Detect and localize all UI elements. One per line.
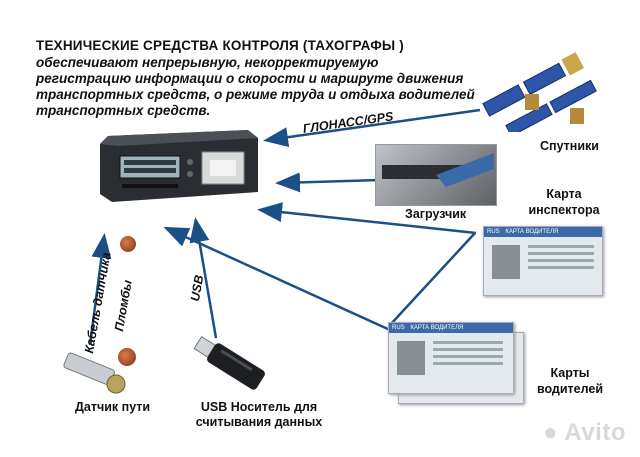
- usb-media-label-line2: считывания данных: [195, 415, 323, 429]
- usb-media-label: USB Носитель для считывания данных: [184, 400, 334, 430]
- arrow-drivers-2: [389, 232, 476, 326]
- inspector-card-label: Карта инспектора: [518, 186, 610, 218]
- card-reader-icon: [382, 153, 494, 187]
- card-photo: [492, 245, 520, 279]
- description: обеспечивают непрерывную, некорректируем…: [36, 55, 475, 118]
- path-sensor-image: [62, 350, 132, 396]
- path-sensor-label: Датчик пути: [75, 400, 151, 414]
- arrow-inspector: [257, 202, 477, 235]
- card-title: КАРТА ВОДИТЕЛЯ: [505, 229, 559, 235]
- loader-label: Загрузчик: [405, 207, 467, 221]
- watermark-logo-icon: ●: [543, 419, 565, 446]
- driver-card-photo: [397, 341, 425, 375]
- card-country: RUS: [487, 229, 500, 235]
- inspector-card-label-line2: инспектора: [528, 203, 600, 217]
- loader-image: [375, 144, 497, 206]
- inspector-card: RUS КАРТА ВОДИТЕЛЯ: [483, 226, 603, 296]
- arrow-drivers: [163, 226, 391, 332]
- satellite-icon: [482, 52, 597, 137]
- driver-card: RUS КАРТА ВОДИТЕЛЯ: [388, 322, 514, 394]
- driver-card-country: RUS: [392, 325, 405, 331]
- seal-top: [120, 236, 136, 252]
- arrow-satellite: [263, 108, 481, 148]
- usb-media-label-line1: USB Носитель для: [200, 400, 318, 414]
- driver-cards-label-line2: водителей: [536, 382, 604, 396]
- driver-cards-label-line1: Карты: [550, 366, 590, 380]
- usb-stick-icon: [193, 335, 265, 390]
- usb-stick-image: [182, 332, 272, 392]
- driver-cards-label: Карты водителей: [530, 365, 610, 397]
- arrow-sensor: [88, 233, 112, 346]
- watermark: ● Avito: [543, 416, 626, 447]
- sensor-icon: [63, 352, 126, 394]
- watermark-text: Avito: [564, 419, 626, 446]
- inspector-card-label-line1: Карта: [546, 187, 582, 201]
- driver-card-title: КАРТА ВОДИТЕЛЯ: [410, 325, 464, 331]
- satellites-label: Спутники: [540, 139, 599, 153]
- arrow-usb: [189, 217, 218, 339]
- page-title: ТЕХНИЧЕСКИЕ СРЕДСТВА КОНТРОЛЯ (ТАХОГРАФЫ…: [36, 38, 404, 53]
- seal-bottom: [118, 348, 136, 366]
- satellites-image: [470, 32, 620, 137]
- tachograph-device: [98, 130, 260, 210]
- arrow-loader: [275, 172, 381, 193]
- tachograph-icon: [100, 130, 258, 202]
